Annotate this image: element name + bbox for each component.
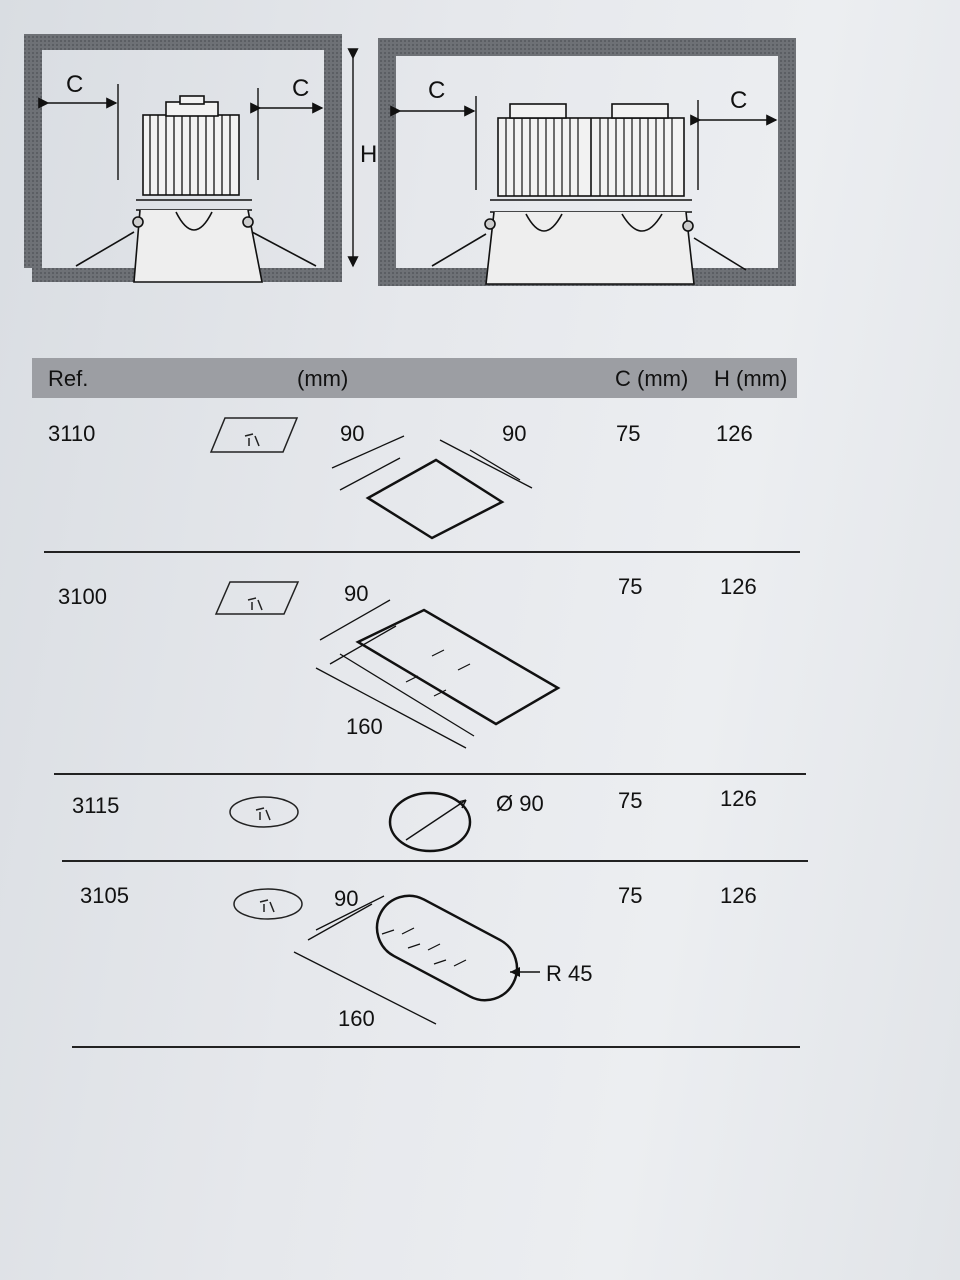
height-h: 126 xyxy=(716,421,753,446)
rectangle-cutout-icon xyxy=(214,581,300,615)
dim-depth: 90 xyxy=(502,421,527,446)
row-divider xyxy=(44,551,800,553)
dim-radius: R 45 xyxy=(546,961,593,986)
height-h: 126 xyxy=(720,574,757,599)
clearance-label-c-1: C xyxy=(66,71,83,98)
square-cutout-icon xyxy=(209,417,299,453)
dim-width: 90 xyxy=(334,886,359,911)
row-ref: 3115 xyxy=(72,793,120,818)
clearance-c: 75 xyxy=(618,788,643,813)
oblong-cutout-icon xyxy=(233,888,303,920)
clearance-label-c-3: C xyxy=(428,77,445,104)
header-c: C (mm) xyxy=(615,366,689,391)
clearance-dimension-arrows xyxy=(38,48,778,268)
header-mm: (mm) xyxy=(297,366,349,391)
single-downlight-fixture xyxy=(75,95,317,283)
height-label-h: H xyxy=(360,141,377,168)
dim-length: 160 xyxy=(338,1006,375,1031)
dim-width: 90 xyxy=(344,581,369,606)
row-divider xyxy=(54,773,806,775)
round-cutout-drawing xyxy=(388,791,472,853)
oblong-cutout-drawing xyxy=(293,894,540,1025)
height-h: 126 xyxy=(720,883,757,908)
clearance-label-c-4: C xyxy=(730,87,747,114)
row-ref: 3110 xyxy=(48,421,96,446)
round-cutout-icon xyxy=(229,796,299,828)
dim-length: 160 xyxy=(346,714,383,739)
installation-diagram: C C C C H xyxy=(24,34,796,286)
height-h: 126 xyxy=(720,786,757,811)
clearance-c: 75 xyxy=(618,574,643,599)
row-ref: 3100 xyxy=(58,584,107,609)
double-downlight-fixture xyxy=(431,103,747,285)
clearance-c: 75 xyxy=(616,421,641,446)
square-cutout-drawing xyxy=(331,435,533,540)
header-ref: Ref. xyxy=(48,366,89,391)
row-divider xyxy=(72,1046,800,1048)
row-divider xyxy=(62,860,808,862)
table-header: Ref. (mm) C (mm) H (mm) xyxy=(32,358,797,398)
dim-width: 90 xyxy=(340,421,365,446)
rectangle-cutout-drawing xyxy=(315,599,561,749)
clearance-c: 75 xyxy=(618,883,643,908)
dim-diameter: Ø 90 xyxy=(496,791,544,816)
clearance-label-c-2: C xyxy=(292,75,309,102)
header-h: H (mm) xyxy=(714,366,788,391)
row-ref: 3105 xyxy=(80,883,129,908)
